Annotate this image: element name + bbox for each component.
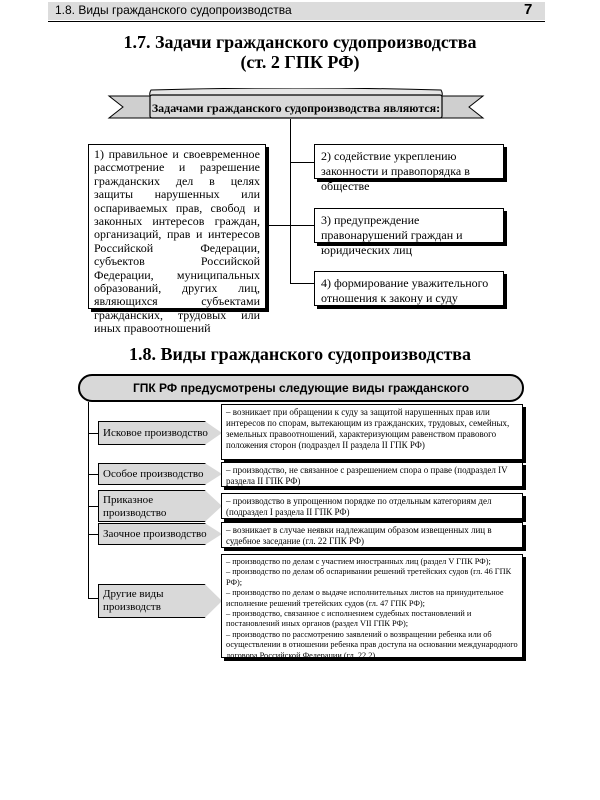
type-label-order: Приказное производство xyxy=(98,490,222,522)
section-1-7-title-line1: 1.7. Задачи гражданского судопроизводств… xyxy=(123,32,477,52)
connector-right-3 xyxy=(290,225,314,226)
type-desc-order: – производство в упрощенном порядке по о… xyxy=(221,493,523,519)
task-3-box: 3) предупреждение правонарушений граждан… xyxy=(314,208,504,257)
type-desc-special: – производство, не связанное с разрешени… xyxy=(221,462,523,487)
task-2-box: 2) содействие укреплению законности и пр… xyxy=(314,144,504,193)
type-desc-default: – возникает в случае неявки надлежащим о… xyxy=(221,522,523,548)
type-label-default: Заочное производство xyxy=(98,523,222,545)
type-desc-other: – производство по делам с участием иност… xyxy=(221,554,523,660)
section-1-7-title: 1.7. Задачи гражданского судопроизводств… xyxy=(48,32,552,72)
types-tick-4 xyxy=(88,534,98,535)
types-header-pill: ГПК РФ предусмотрены следующие виды граж… xyxy=(78,374,524,419)
scroll-banner: Задачами гражданского судопроизводства я… xyxy=(107,88,485,119)
types-tick-2 xyxy=(88,474,98,475)
types-connector xyxy=(88,402,89,598)
types-tick-3 xyxy=(88,506,98,507)
page-number: 7 xyxy=(524,1,533,18)
connector-right-4 xyxy=(290,283,314,284)
banner-text: Задачами гражданского судопроизводства я… xyxy=(152,101,440,115)
section-1-8-title: 1.8. Виды гражданского судопроизводства xyxy=(128,344,472,364)
type-label-other: Другие виды производств xyxy=(98,584,222,618)
types-tick-1 xyxy=(88,433,98,434)
types-tick-5 xyxy=(88,598,98,599)
task-4-box: 4) формирование уважительного отношения … xyxy=(314,271,504,306)
connector-vertical xyxy=(290,119,291,283)
running-header: 1.8. Виды гражданского судопроизводства xyxy=(55,3,292,17)
type-label-special: Особое производство xyxy=(98,463,222,485)
connector-right-2 xyxy=(290,162,314,163)
type-desc-claim: – возникает при обращении к суду за защи… xyxy=(221,404,523,460)
header-rule xyxy=(48,21,545,22)
connector-left xyxy=(266,225,290,226)
type-label-claim: Исковое производство xyxy=(98,421,222,445)
task-1-box: 1) правильное и своевременное рассмотрен… xyxy=(88,144,266,335)
section-1-7-title-line2: (ст. 2 ГПК РФ) xyxy=(240,52,360,72)
header-bar xyxy=(48,2,545,20)
